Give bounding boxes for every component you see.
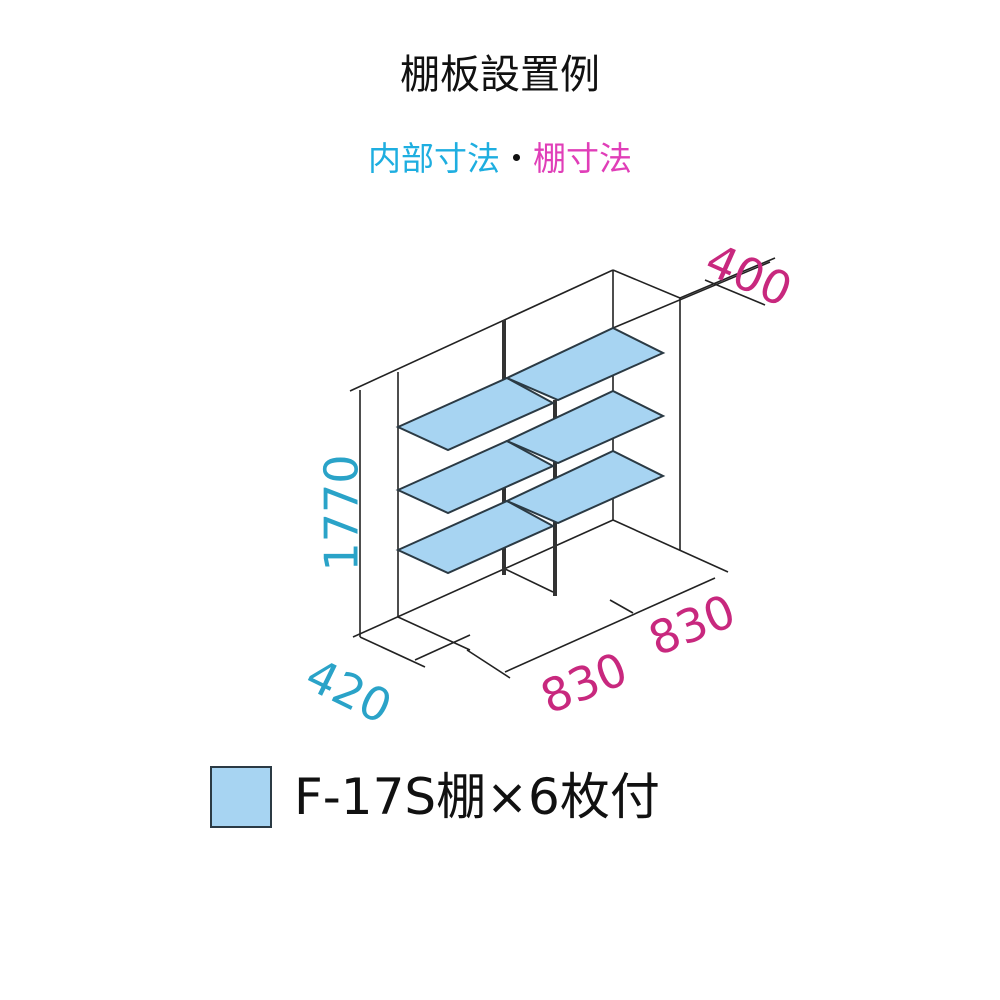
shelf-right-3 bbox=[504, 449, 666, 525]
legend-swatch bbox=[210, 766, 272, 828]
subtitle-separator: ・ bbox=[500, 139, 533, 178]
subtitle-shelf: 棚寸法 bbox=[533, 139, 632, 178]
shelf-right-1 bbox=[504, 326, 666, 402]
shelf-left-1 bbox=[395, 376, 556, 452]
legend-label: F-17S棚×6枚付 bbox=[294, 768, 660, 826]
dim-1770: 1770 bbox=[314, 454, 369, 572]
shelves bbox=[395, 326, 666, 575]
subtitle-internal: 内部寸法 bbox=[368, 139, 500, 178]
shelf-right-2 bbox=[504, 389, 666, 465]
shelf-left-2 bbox=[395, 439, 556, 515]
frame-lines bbox=[349, 257, 776, 679]
shelf-left-3 bbox=[395, 499, 556, 575]
page-title: 棚板設置例 bbox=[400, 52, 600, 98]
subtitle: 内部寸法・棚寸法 bbox=[0, 132, 1000, 180]
